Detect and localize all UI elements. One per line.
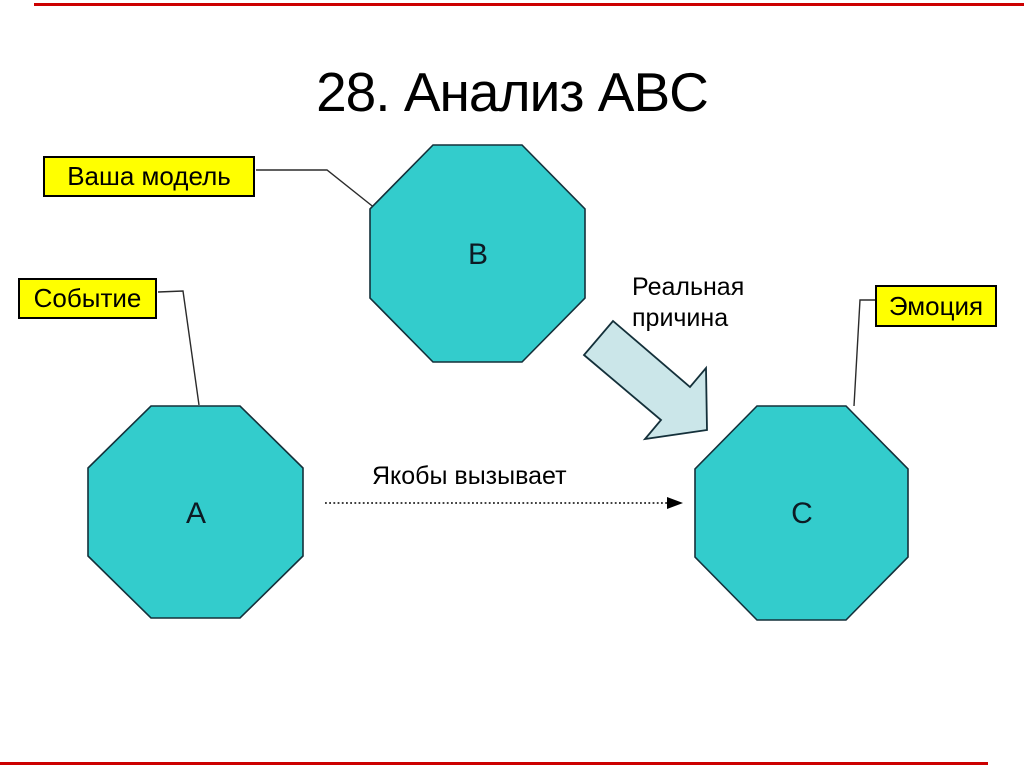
label-your-model: Ваша модель <box>43 156 255 197</box>
label-event-text: Событие <box>33 283 142 313</box>
top-accent-line <box>34 3 1024 6</box>
allegedly-causes-arrowhead-icon <box>667 497 683 509</box>
octagon-b <box>369 144 586 363</box>
real-cause-block-arrow-icon <box>582 319 708 441</box>
allegedly-causes-annotation: Якобы вызывает <box>372 462 567 490</box>
node-b-letter: B <box>467 238 489 271</box>
connector-your-model-to-b <box>256 169 377 210</box>
real-cause-annotation: Реальная причина <box>632 273 745 332</box>
octagon-a <box>87 405 304 619</box>
slide-title: 28. Анализ ABC <box>316 61 709 123</box>
node-c-letter: C <box>791 497 813 530</box>
label-emotion-text: Эмоция <box>888 290 984 321</box>
octagon-c <box>694 405 909 621</box>
connector-emotion-to-c <box>853 299 875 407</box>
label-emotion: Эмоция <box>875 285 997 327</box>
connector-event-to-a <box>157 290 200 406</box>
label-your-model-text: Ваша модель <box>67 161 231 191</box>
node-a-letter: A <box>185 497 207 530</box>
bottom-accent-line <box>0 762 988 765</box>
label-event: Событие <box>18 278 157 319</box>
